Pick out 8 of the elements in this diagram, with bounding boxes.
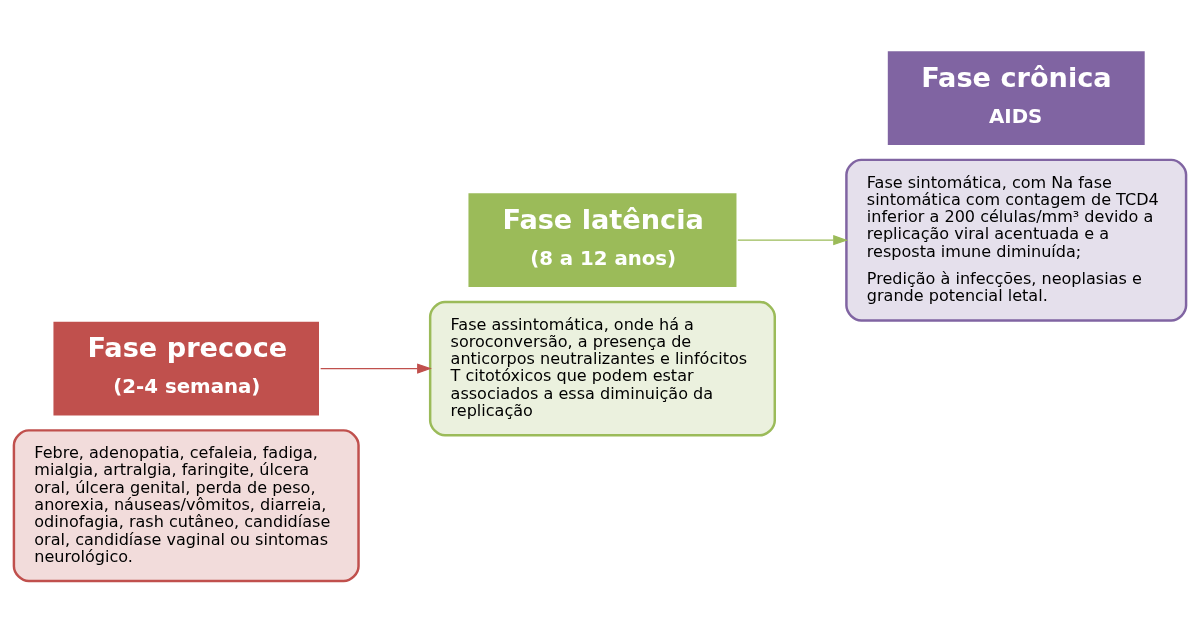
node-box: Fase latência (8 a 12 anos) — [466, 190, 739, 290]
arrow — [320, 362, 432, 374]
node-box: Fase assintomática, onde há a soroconversão, a presença de anticorpos neutralizantes e linfócitos T citotóxicos que podem estar associados a essa diminuição da replicação — [428, 300, 776, 437]
node-box: Fase sintomática, com Na fase sintomática com contagem de TCD4 inferior a 200 células/mm³ devido a replicação viral acentuada e a resposta imune diminuída; Predição à infecções, neoplasias e grande potencial letal. — [845, 158, 1188, 322]
arrow — [737, 234, 849, 245]
node-box: Febre, adenopatia, cefaleia, fadiga, mialgia, artralgia, faringite, úlcera oral, úlcera genital, perda de peso, anorexia, náuseas/vômitos, diarreia, odinofagia, rash cutâneo, candidíase oral, candidíase vaginal ou sintomas neurológico. — [12, 428, 360, 582]
node-box: Fase crônica AIDS — [885, 48, 1148, 147]
node-box: Fase precoce (2-4 semana) — [50, 318, 322, 418]
